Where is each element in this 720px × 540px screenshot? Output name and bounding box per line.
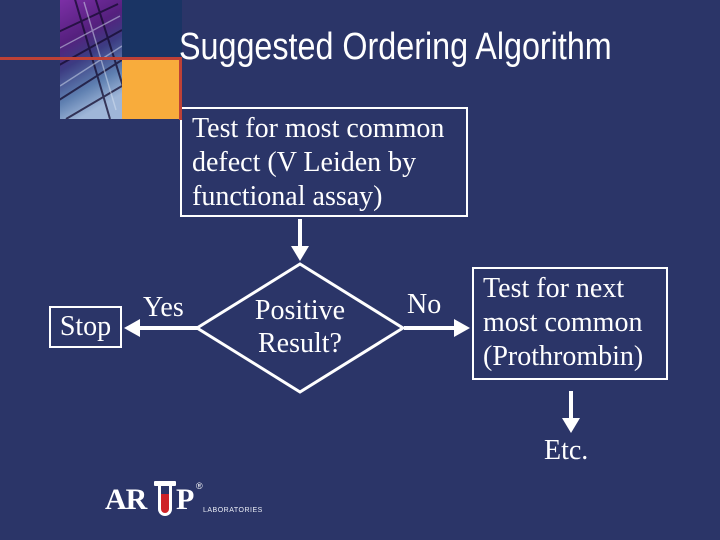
next-box-line: Test for next	[483, 273, 625, 304]
red-vertical-line	[179, 57, 182, 120]
registered-mark-icon: ®	[196, 481, 203, 491]
decision-label: Positive Result?	[194, 294, 406, 360]
arup-logo: AR P ® LABORATORIES	[105, 479, 265, 525]
flowchart-stop-box: Stop	[49, 306, 122, 348]
stop-label: Stop	[59, 311, 112, 342]
logo-text-p: P	[176, 483, 194, 516]
next-box-line: (Prothrombin)	[483, 341, 644, 372]
etc-label: Etc.	[544, 435, 589, 466]
arrow-down-icon	[562, 391, 580, 433]
red-horizontal-line	[0, 57, 182, 60]
arrow-right-icon	[404, 319, 470, 337]
slide-title: Suggested Ordering Algorithm	[179, 26, 612, 68]
start-box-line: defect (V Leiden by	[192, 147, 417, 178]
logo-subtext: LABORATORIES	[203, 507, 263, 514]
decision-label-line: Positive	[254, 295, 346, 326]
decision-label-line: Result?	[258, 328, 342, 359]
arrow-left-icon	[124, 319, 200, 337]
arrow-down-icon	[291, 219, 309, 261]
logo-text-ar: AR	[105, 483, 147, 516]
orange-square	[122, 60, 181, 119]
decision-diamond	[194, 262, 406, 394]
navy-square	[122, 0, 182, 58]
flowchart-next-test-box: Test for next most common (Prothrombin)	[472, 267, 668, 380]
next-box-line: most common	[483, 307, 643, 338]
test-tube-icon	[154, 479, 176, 521]
yes-label: Yes	[143, 292, 184, 323]
start-box-line: functional assay)	[192, 181, 383, 212]
flowchart-start-box: Test for most common defect (V Leiden by…	[180, 107, 468, 217]
no-label: No	[407, 289, 442, 320]
tube-body	[158, 483, 172, 516]
start-box-line: Test for most common	[192, 113, 445, 144]
